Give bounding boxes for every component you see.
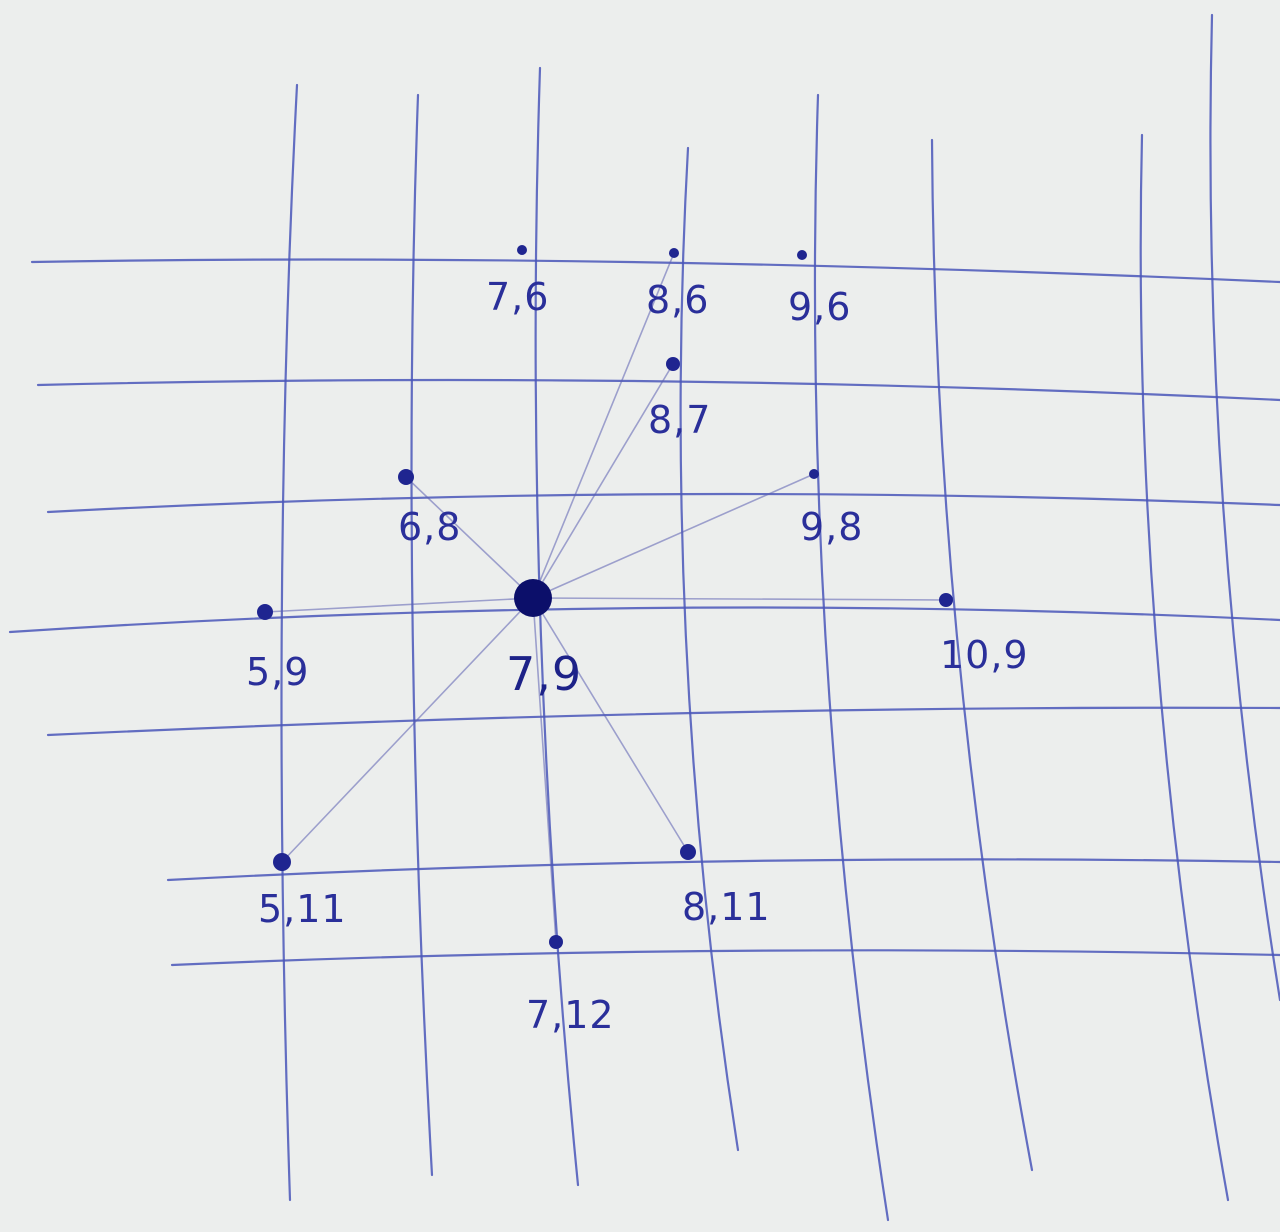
grid-line-h4 (8, 606, 1280, 634)
grid-line-h6 (166, 858, 1280, 882)
center-node: 7,9 (506, 579, 582, 701)
connection-line-5-9 (264, 597, 534, 613)
point-7-12 (549, 935, 563, 949)
grid-line-h5 (46, 706, 1280, 737)
point-label-8-11: 8,11 (682, 885, 771, 929)
center-point (514, 579, 552, 617)
point-7-6 (517, 245, 527, 255)
grid-line-v4 (679, 146, 740, 1152)
grid-line-h1 (30, 258, 1280, 284)
point-label-8-6: 8,6 (646, 278, 709, 322)
connection-line-8-11 (532, 597, 689, 853)
point-8-11 (680, 844, 696, 860)
connection-line-7-12 (532, 597, 557, 943)
grid-line-h7 (170, 949, 1280, 967)
point-label-9-8: 9,8 (800, 505, 863, 549)
center-label: 7,9 (506, 647, 582, 701)
grid-line-v7 (1139, 133, 1230, 1202)
vertical-grid-lines (280, 13, 1280, 1222)
point-label-7-6: 7,6 (486, 275, 549, 319)
grid-line-v6 (930, 138, 1034, 1172)
connection-line-8-6 (532, 252, 675, 599)
point-label-7-12: 7,12 (526, 993, 615, 1037)
point-9-8 (809, 469, 819, 479)
point-6-8 (398, 469, 414, 485)
connection-lines (264, 252, 947, 943)
point-9-6 (797, 250, 807, 260)
point-label-5-9: 5,9 (246, 650, 309, 694)
grid-line-v2 (410, 93, 434, 1177)
point-label-5-11: 5,11 (258, 887, 347, 931)
point-label-9-6: 9,6 (788, 285, 851, 329)
point-label-10-9: 10,9 (940, 633, 1029, 677)
point-5-9 (257, 604, 273, 620)
point-10-9 (939, 593, 953, 607)
grid-line-h2 (36, 378, 1280, 402)
horizontal-grid-lines (8, 258, 1280, 967)
connection-line-9-8 (532, 473, 815, 599)
grid-line-v5 (813, 93, 890, 1222)
grid-points: 7,6 8,6 9,6 8,7 6,8 9,8 5,9 10,9 5,11 8,11 7,12 (246, 245, 1029, 1037)
grid-line-h3 (46, 492, 1280, 514)
point-5-11 (273, 853, 291, 871)
connection-line-8-7 (532, 363, 674, 599)
connection-line-5-11 (281, 597, 534, 863)
point-8-6 (669, 248, 679, 258)
point-8-7 (666, 357, 680, 371)
connection-line-10-9 (532, 597, 947, 601)
grid-line-v1 (280, 83, 299, 1202)
connection-line-6-8 (405, 476, 534, 599)
point-label-6-8: 6,8 (398, 505, 461, 549)
grid-line-v3 (534, 66, 580, 1187)
point-label-8-7: 8,7 (648, 398, 711, 442)
